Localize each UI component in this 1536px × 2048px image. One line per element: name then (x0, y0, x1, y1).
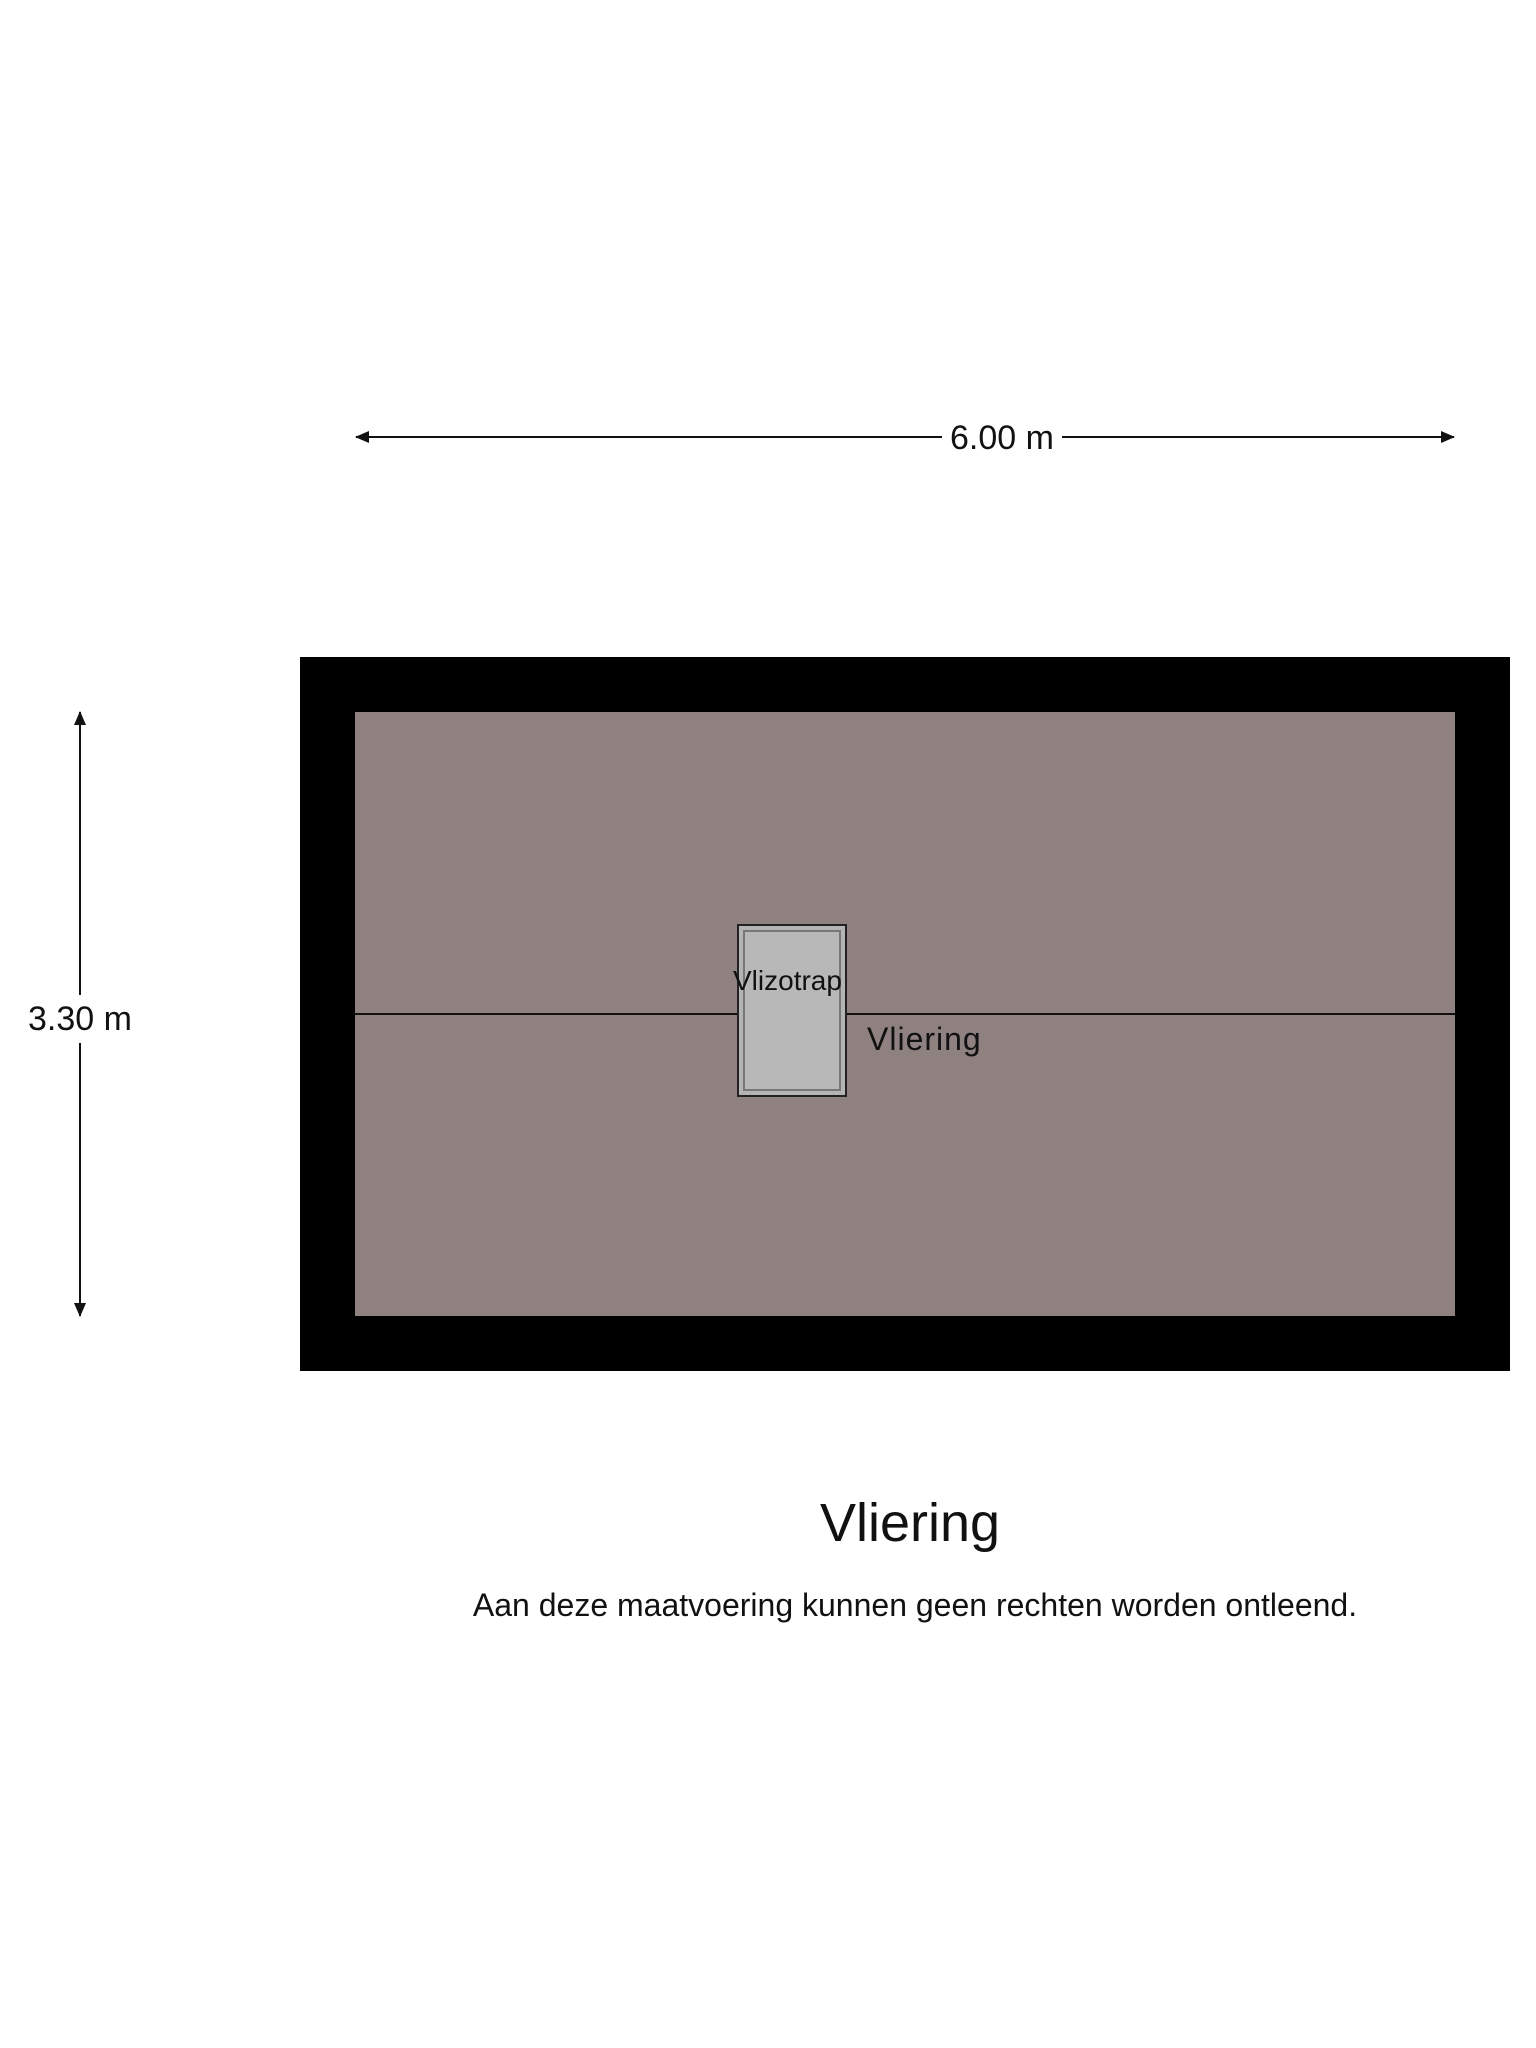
attic-hatch-label: Vlizotrap (733, 965, 842, 996)
disclaimer-text: Aan deze maatvoering kunnen geen rechten… (472, 1587, 1358, 1623)
floor-title: Vliering (819, 1493, 1001, 1553)
attic-hatch-inner (743, 930, 841, 1091)
height-dimension-label: 3.30 m (24, 995, 136, 1043)
room-label: Vliering (867, 1021, 982, 1057)
width-dimension-label: 6.00 m (942, 418, 1062, 458)
